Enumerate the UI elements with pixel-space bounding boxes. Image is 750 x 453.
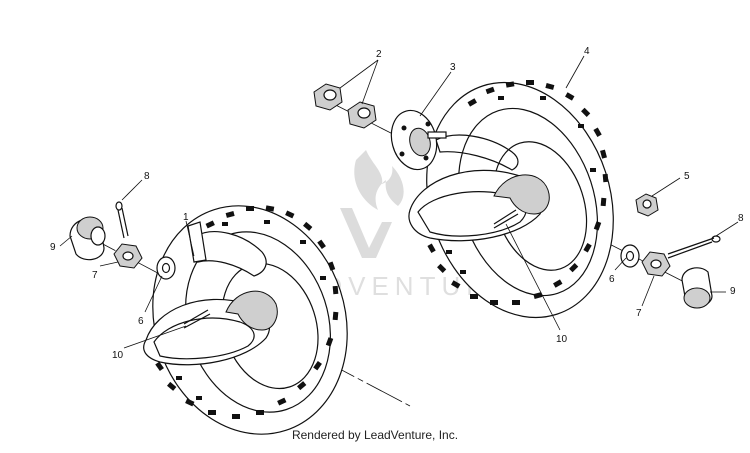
callout-4: 4 [584,46,590,57]
left-rim-lower [143,298,270,366]
right-rim-hub [493,174,550,215]
callout-1: 1 [183,212,189,223]
callout-10-left: 10 [112,350,124,361]
callout-6-right: 6 [609,274,615,285]
right-axle-nut [635,193,659,217]
left-cotter-pin-upper [115,201,129,239]
leader-lines [59,55,739,349]
callout-10-right: 10 [556,334,568,345]
watermark-flame-logo [354,150,404,210]
left-castle-nut [113,243,143,269]
render-credit: Rendered by LeadVenture, Inc. [291,428,459,442]
right-cotter-pin-upper [667,235,721,259]
left-rim-upper [195,231,267,277]
callout-3: 3 [450,62,456,73]
right-washer [620,244,640,268]
right-hub-flange [390,109,447,171]
right-castle-nut [641,251,671,277]
left-dust-cap [69,216,106,261]
callout-2: 2 [376,49,382,60]
callout-9-left: 9 [50,242,56,253]
left-wheel-assembly [69,201,348,435]
left-rim-flange [187,221,207,263]
right-dust-cap [681,267,713,309]
callout-labels: 2 3 4 5 6 7 8 9 10 1 8 9 7 6 10 [50,46,744,361]
callout-5: 5 [684,171,690,182]
callout-9-right: 9 [730,286,736,297]
callout-7-left: 7 [92,270,98,281]
callout-8-left: 8 [144,171,150,182]
hub-nut-upper [313,83,343,111]
hub-nut-lower [347,101,377,129]
left-cotter-pin [183,309,211,329]
callout-8-right: 8 [738,213,744,224]
right-wheel-assembly [313,80,721,319]
watermark-v-logo [340,208,392,258]
right-cotter-pin [493,209,519,229]
callout-7-right: 7 [636,308,642,319]
left-rim-hub [225,290,278,331]
callout-6-left: 6 [138,316,144,327]
left-washer [156,256,176,280]
